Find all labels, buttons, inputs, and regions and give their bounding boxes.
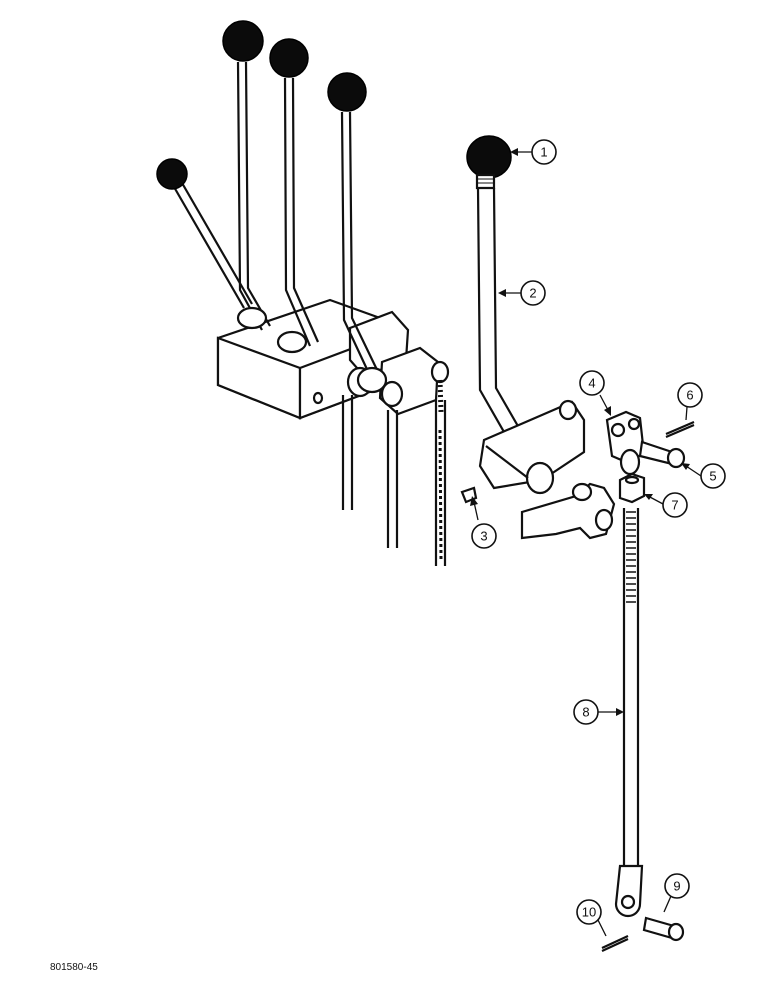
callout-label: 10 <box>582 905 596 920</box>
callout-6: 6 <box>677 382 703 408</box>
part-10-cotter-pin <box>601 935 629 952</box>
callout-10: 10 <box>576 899 602 925</box>
part-8-rod <box>614 508 644 918</box>
callout-5: 5 <box>700 463 726 489</box>
callout-8: 8 <box>573 699 599 725</box>
callout-2: 2 <box>520 280 546 306</box>
part-2-lever <box>475 173 586 495</box>
callout-label: 3 <box>480 529 487 544</box>
part-6-cotter-pin <box>665 420 695 439</box>
callout-7: 7 <box>662 492 688 518</box>
callout-4: 4 <box>579 370 605 396</box>
control-valve-assembly <box>156 20 450 566</box>
callout-label: 5 <box>709 469 716 484</box>
callout-label: 6 <box>686 388 693 403</box>
callout-label: 8 <box>582 705 589 720</box>
callout-label: 2 <box>529 286 536 301</box>
callout-label: 1 <box>540 145 547 160</box>
callout-1: 1 <box>531 139 557 165</box>
callout-label: 4 <box>588 376 595 391</box>
part-7-nut <box>618 472 646 504</box>
callout-label: 7 <box>671 498 678 513</box>
callout-9: 9 <box>664 873 690 899</box>
part-9-pin <box>642 916 685 942</box>
part-1-knob <box>466 135 512 179</box>
callout-label: 9 <box>673 879 680 894</box>
figure-id: 801580-45 <box>50 962 98 973</box>
part-4-clevis <box>605 410 646 464</box>
leader-lines <box>470 148 702 937</box>
bracket <box>520 482 616 540</box>
callout-3: 3 <box>471 523 497 549</box>
